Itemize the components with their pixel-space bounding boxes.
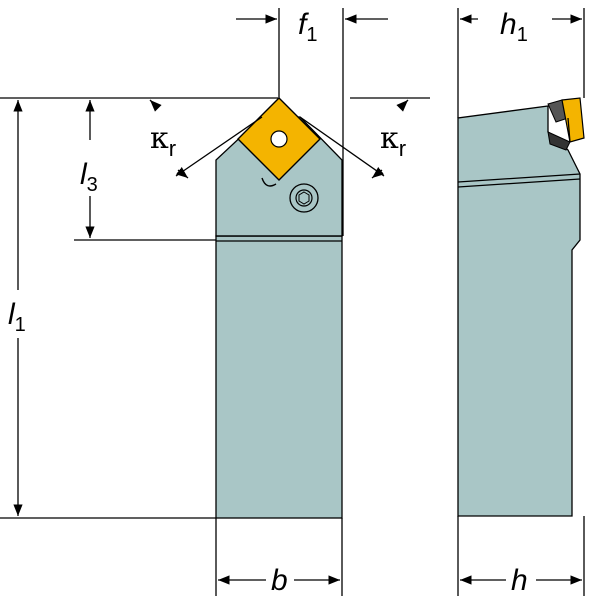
kr-left-edge-line [175,116,263,177]
kr-right-arrow-up [396,99,409,112]
side-joint-line [457,173,581,183]
insert-hole [270,130,288,148]
kr-right-edge-line [299,116,385,177]
holder-side-body [457,105,581,517]
holder-shank [215,235,343,519]
hex-socket-icon [298,191,310,205]
side-view [457,97,585,517]
front-view [215,97,343,519]
dimension-labels: f1 h1 l3 l1 κr κr b h [8,8,528,597]
kr-right-arrow-down [371,167,385,179]
clamp-screw [289,183,319,213]
h1-label: h1 [500,8,528,46]
b-label: b [271,564,288,597]
l1-label: l1 [8,298,26,336]
side-joint-line-2 [457,178,581,188]
h-label: h [511,564,528,597]
clamp-screw-socket [295,189,313,207]
kr-right-label: κr [380,121,406,161]
insert-side-edge [567,117,571,143]
insert-side [561,97,585,143]
kr-left-arrow-up [149,99,162,112]
dimension-lines [0,8,585,596]
insert-seat [547,131,571,151]
clamp-lever [261,177,277,187]
kr-left-label: κr [150,121,176,161]
kr-left-arrow-down [175,167,189,179]
l3-label: l3 [80,158,98,196]
f1-label: f1 [298,8,317,46]
